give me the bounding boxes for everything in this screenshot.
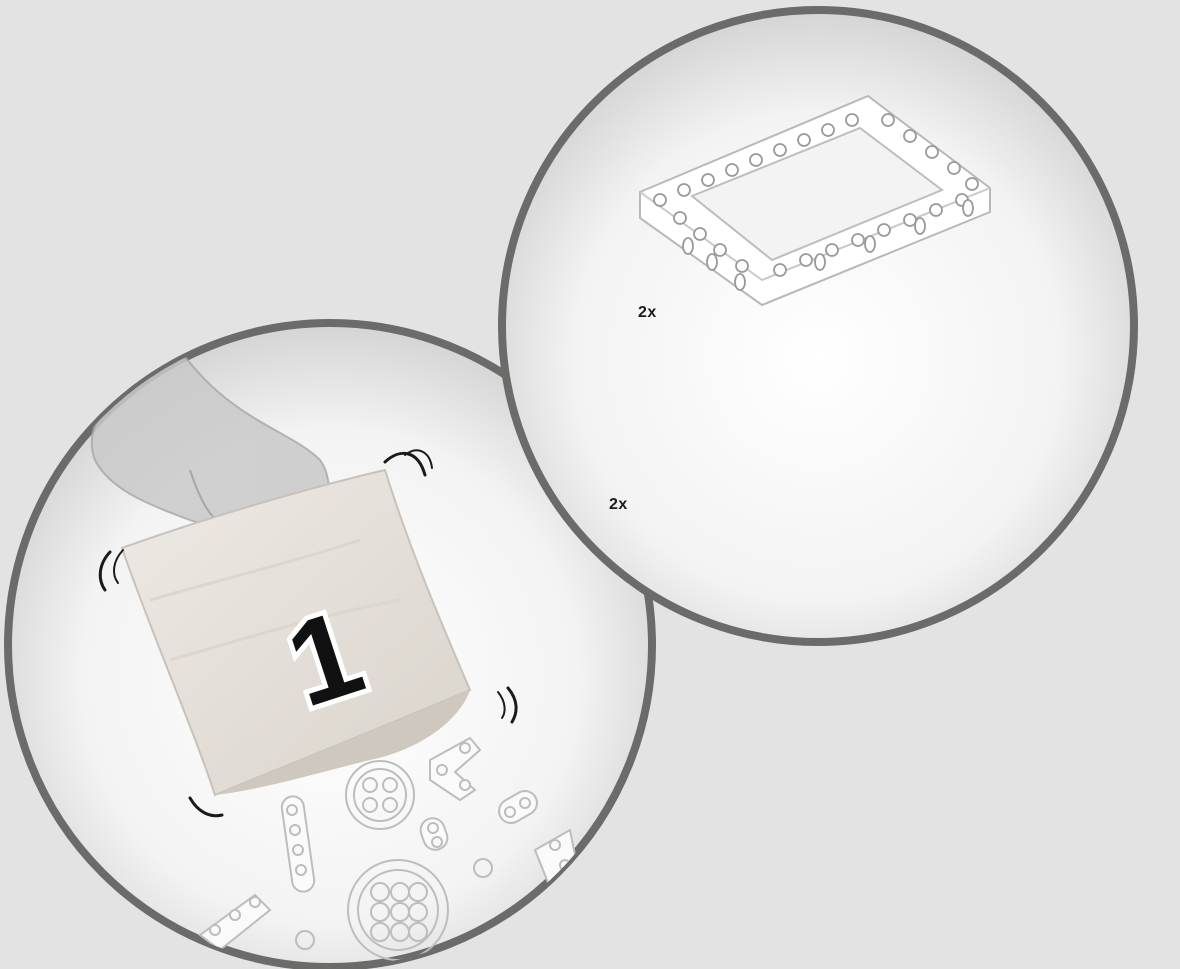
parts-callout-bubble <box>498 6 1138 646</box>
white-frame-part <box>639 94 991 307</box>
open-bag-bubble: 1 <box>4 319 656 969</box>
gear-icon <box>347 859 449 961</box>
shake-marks <box>98 449 518 818</box>
part-quantity-gray-frame: 2x <box>609 496 628 513</box>
part-quantity-white-frame: 2x <box>638 304 657 321</box>
bag-icon <box>120 468 472 797</box>
beam-icon <box>419 790 538 851</box>
beam-icon <box>429 736 482 802</box>
gear-icon <box>345 760 415 830</box>
beam-icon <box>280 795 316 893</box>
